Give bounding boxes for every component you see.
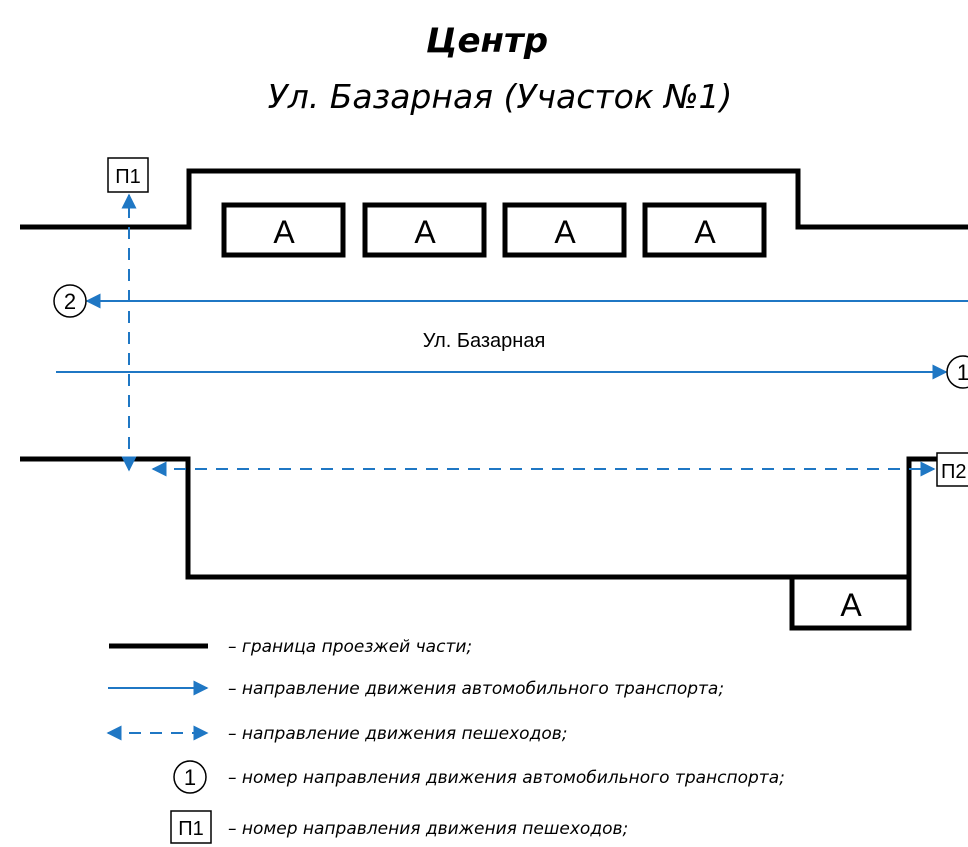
diagram-subtitle: Ул. Базарная (Участок №1) (268, 77, 733, 116)
pedestrian-arrows (121, 193, 936, 477)
legend-vehicle-number-sample: 1 (184, 765, 196, 790)
parking-label: А (414, 214, 436, 250)
vehicle-direction-marker-1: 1 (946, 355, 968, 389)
road-boundaries (20, 168, 968, 580)
direction-number-circle (946, 355, 968, 389)
parking-space-2 (362, 202, 487, 258)
pedestrian-label-box (107, 157, 149, 193)
parking-label: А (840, 587, 862, 623)
direction-number-text: 2 (64, 289, 76, 314)
legend: – граница проезжей части; – направление … (106, 637, 785, 844)
direction-number-circle (53, 284, 87, 318)
road-boundary-top (20, 168, 968, 230)
legend-vehicle-direction-text: – направление движения автомобильного тр… (228, 679, 724, 699)
parking-space-1 (221, 202, 346, 258)
pedestrian-direction-marker-p1: П1 (107, 157, 149, 193)
pedestrian-label-text: П2 (941, 461, 967, 483)
legend-vehicle-number-text: – номер направления движения автомобильн… (228, 768, 785, 788)
parking-label: А (554, 214, 576, 250)
pedestrian-label-text: П1 (115, 166, 141, 188)
parking-space-4 (642, 202, 767, 258)
legend-pedestrian-direction-text: – направление движения пешеходов; (228, 724, 567, 744)
pedestrian-label-box (936, 452, 968, 487)
vehicle-direction-marker-2: 2 (53, 284, 87, 318)
legend-pedestrian-number-sample: П1 (178, 818, 204, 840)
legend-road-boundary-text: – граница проезжей части; (228, 637, 472, 657)
street-label: Ул. Базарная (423, 330, 546, 352)
direction-number-text: 1 (957, 360, 968, 385)
parking-labels: А А А А А (273, 214, 862, 623)
vehicle-arrows (56, 293, 968, 380)
pedestrian-direction-marker-p2: П2 (936, 452, 968, 487)
parking-label: А (694, 214, 716, 250)
diagram-title: Центр (426, 21, 548, 61)
legend-vehicle-number-circle (173, 760, 207, 794)
parking-label: А (273, 214, 295, 250)
legend-pedestrian-number-text: – номер направления движения пешеходов; (228, 819, 628, 839)
parking-space-5 (789, 574, 912, 631)
parking-space-3 (502, 202, 627, 258)
parking-spaces (221, 202, 912, 631)
legend-pedestrian-number-box (170, 810, 212, 844)
road-boundary-bottom (20, 456, 968, 580)
